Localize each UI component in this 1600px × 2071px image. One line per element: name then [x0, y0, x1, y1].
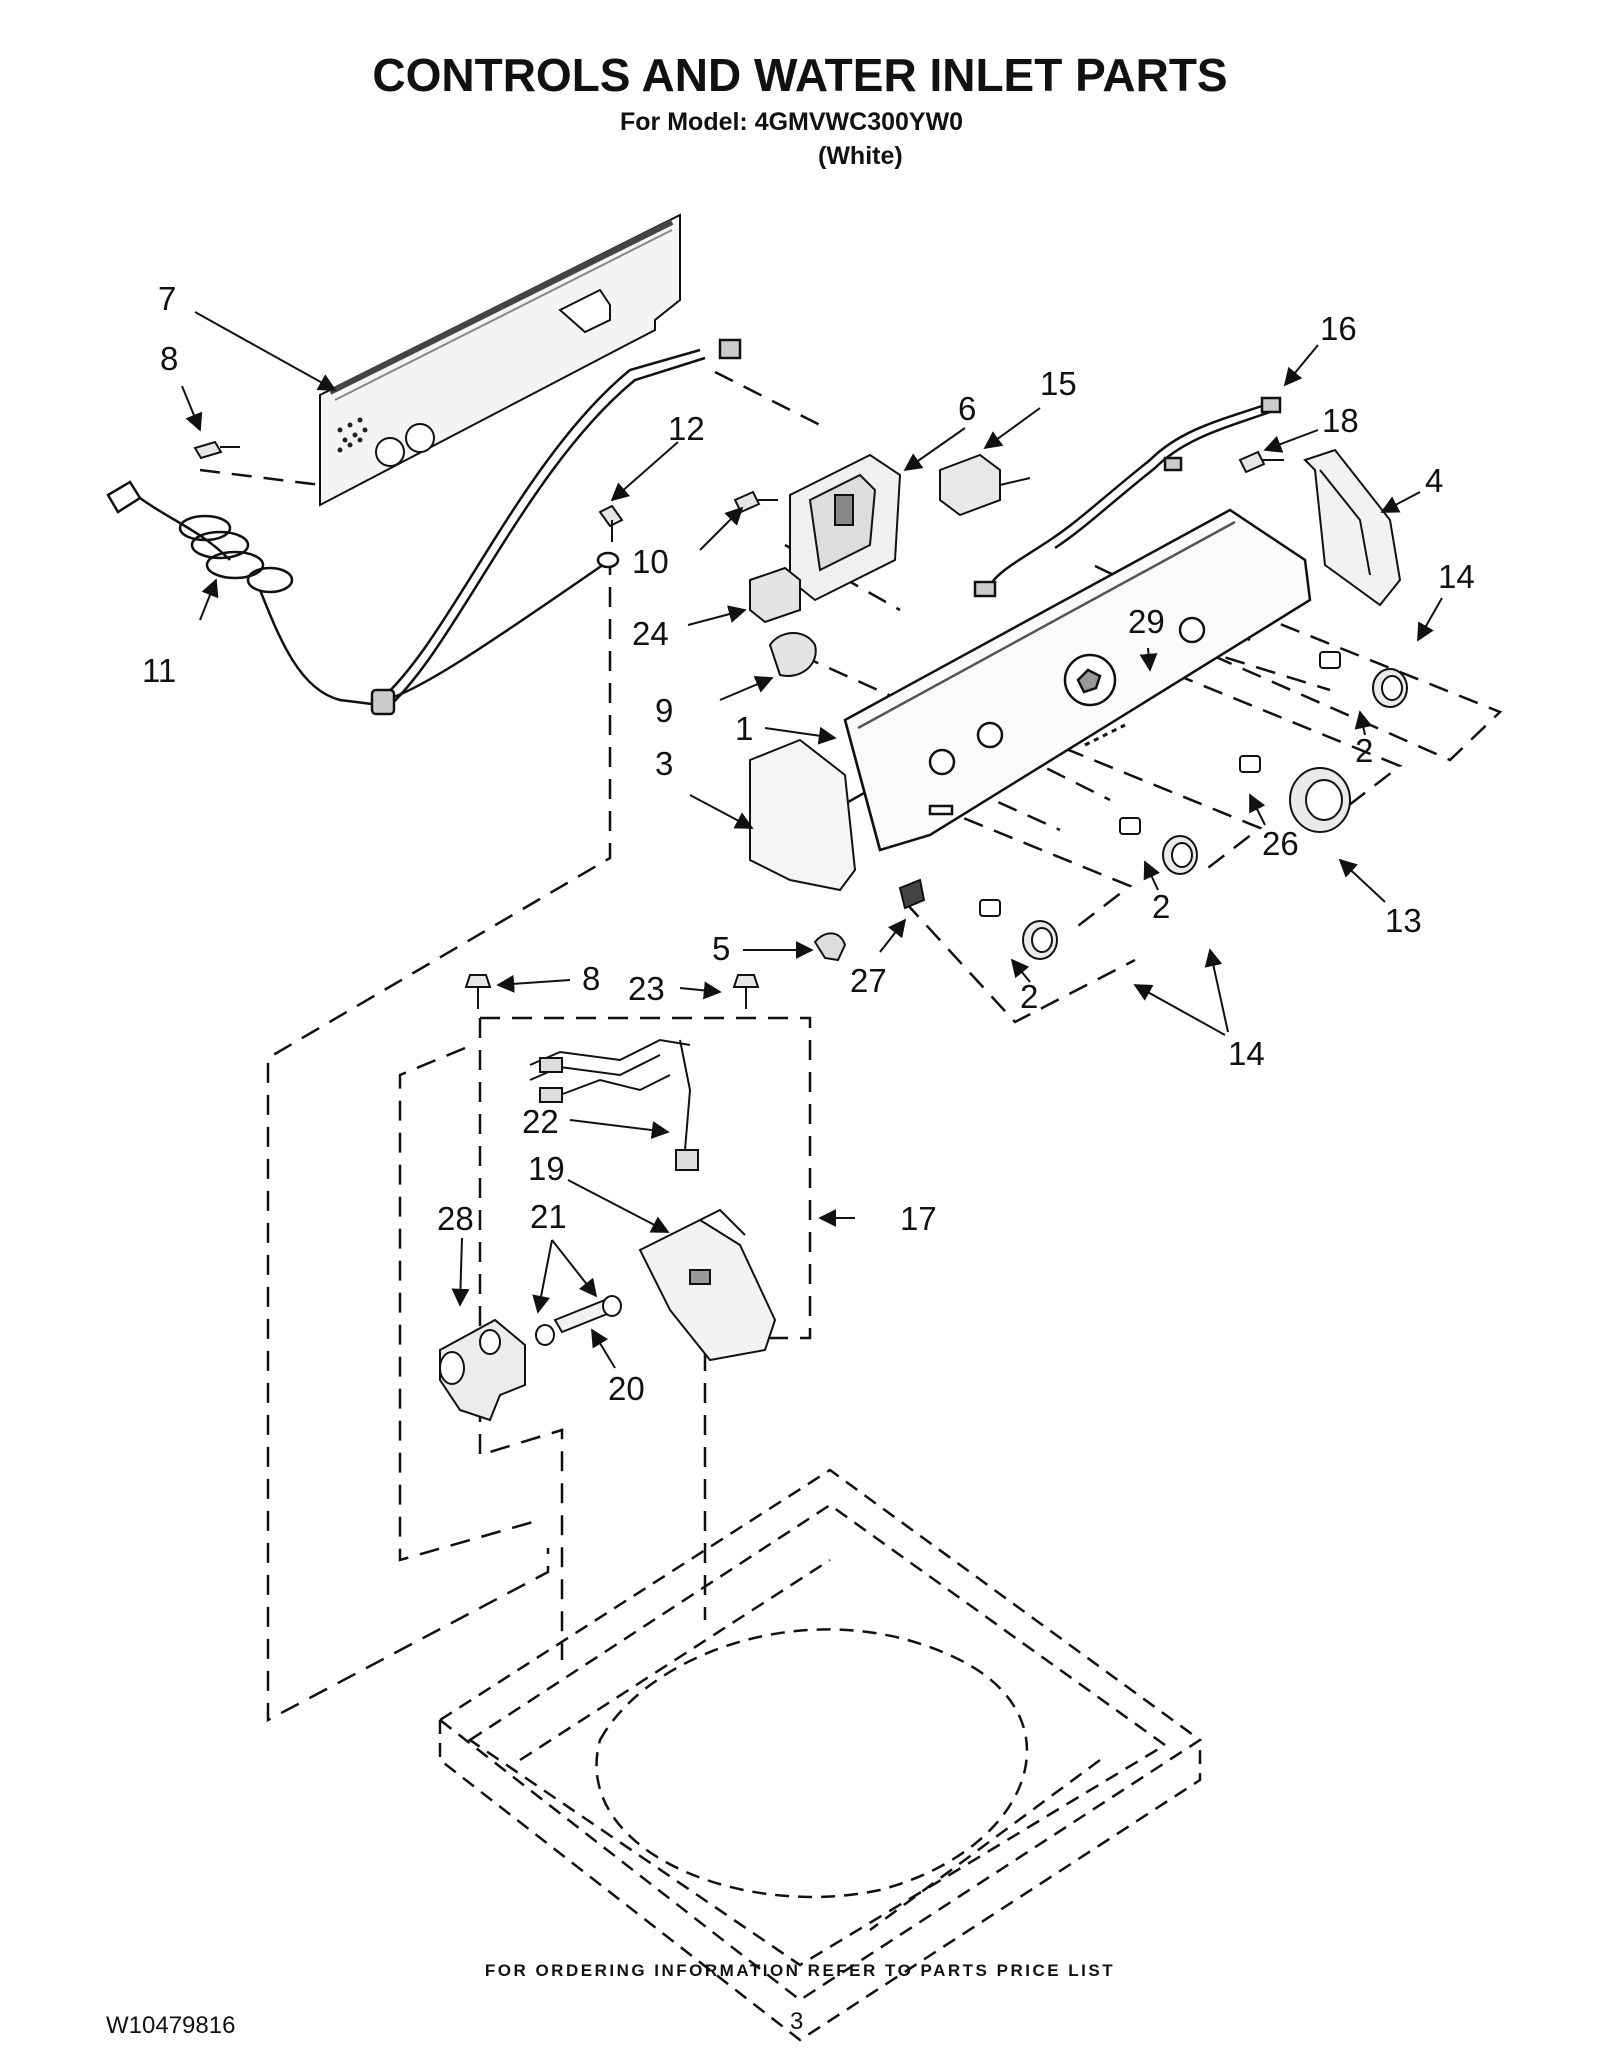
- callout-27: 27: [850, 962, 887, 999]
- color-subtitle: (White): [818, 142, 903, 170]
- console-end-bracket: [1303, 448, 1402, 607]
- callout-11: 11: [142, 652, 176, 689]
- callout-21: 21: [530, 1198, 567, 1235]
- callout-8: 8: [160, 340, 178, 377]
- water-valve: [439, 1318, 526, 1422]
- inlet-tube: [535, 1295, 622, 1346]
- callout-7: 7: [158, 280, 176, 317]
- console-housing: [843, 508, 1312, 852]
- model-subtitle: For Model: 4GMVWC300YW0: [620, 108, 964, 136]
- callout-17: 17: [900, 1200, 937, 1237]
- callout-6: 6: [958, 390, 976, 427]
- wiring-harness: [973, 396, 1282, 598]
- callout-9: 9: [655, 692, 673, 729]
- callout-13: 13: [1385, 902, 1422, 939]
- clip: [813, 932, 847, 962]
- selector-switch: [939, 453, 1031, 517]
- ordering-info-note: FOR ORDERING INFORMATION REFER TO PARTS …: [484, 1961, 1116, 1980]
- callout-10: 10: [632, 543, 669, 580]
- document-number: W10479816: [106, 2012, 236, 2039]
- callout-24: 24: [632, 615, 669, 652]
- callout-16: 16: [1320, 310, 1357, 347]
- page-title: CONTROLS AND WATER INLET PARTS: [372, 49, 1228, 101]
- inlet-wire-assembly: [529, 1038, 699, 1171]
- control-board: [789, 453, 902, 602]
- callout-4: 4: [1425, 462, 1443, 499]
- callout-14: 14: [1438, 558, 1475, 595]
- callout-20: 20: [608, 1370, 645, 1407]
- callout-8: 8: [582, 960, 600, 997]
- leader-arrows: [181, 311, 1443, 1369]
- callout-18: 18: [1322, 402, 1359, 439]
- dispenser-assembly: [638, 1208, 777, 1362]
- console-end-cap: [749, 738, 857, 892]
- rear-console-panel: [319, 213, 681, 507]
- callout-23: 23: [628, 970, 665, 1007]
- knobs: [979, 651, 1408, 960]
- screws: [193, 440, 1284, 1009]
- callout-14: 14: [1228, 1035, 1265, 1072]
- callout-labels: 7 8 12 6 15 16 18 4 10 11 24 29 14 9 1 2…: [142, 280, 1475, 1407]
- callout-5: 5: [712, 930, 730, 967]
- callout-28: 28: [437, 1200, 474, 1237]
- callout-1: 1: [735, 710, 753, 747]
- callout-2: 2: [1152, 888, 1170, 925]
- callout-12: 12: [668, 410, 705, 447]
- label-tag: [898, 878, 926, 910]
- callout-2: 2: [1020, 978, 1038, 1015]
- callout-22: 22: [522, 1103, 559, 1140]
- power-cord: [106, 338, 742, 716]
- callout-3: 3: [655, 745, 673, 782]
- washer-top-frame-outline: [437, 1468, 1203, 2042]
- callout-19: 19: [528, 1150, 565, 1187]
- callout-15: 15: [1040, 365, 1077, 402]
- small-switches: [749, 566, 817, 677]
- callout-26: 26: [1262, 825, 1299, 862]
- callout-2: 2: [1355, 732, 1373, 769]
- page-number: 3: [790, 2008, 804, 2035]
- callout-29: 29: [1128, 603, 1165, 640]
